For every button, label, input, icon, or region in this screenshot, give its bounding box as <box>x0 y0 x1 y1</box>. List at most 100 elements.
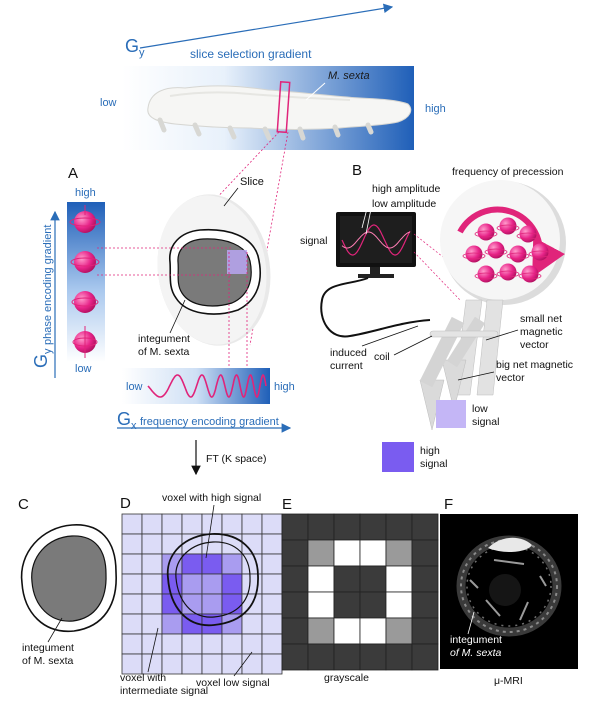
coil-pointer <box>393 335 433 356</box>
voxel-high-label: voxel with high signal <box>162 492 261 504</box>
voxel-cell <box>201 593 223 615</box>
spin-ring <box>506 252 530 260</box>
grayscale-cell <box>281 539 309 567</box>
vector-left <box>419 316 465 388</box>
low-amplitude-pointer <box>365 203 373 235</box>
low-signal-label-2: signal <box>472 416 499 428</box>
voxel-cell <box>141 633 163 655</box>
panel-b-letter: B <box>352 162 362 179</box>
vector-right <box>446 316 486 368</box>
induced-current-label-2: current <box>330 360 363 372</box>
voxel-high-pointer <box>205 504 215 559</box>
coil-label: coil <box>374 351 390 363</box>
phase-encoding-label: phase encoding gradient <box>42 225 54 345</box>
low-amplitude-label: low amplitude <box>372 198 436 210</box>
voxel-cell <box>141 533 163 555</box>
small-net-label-1: small net <box>520 313 562 325</box>
rod-right <box>476 299 504 396</box>
small-net-pointer <box>485 329 519 341</box>
side-low-label: low <box>75 363 92 375</box>
spin-ring <box>462 252 486 260</box>
voxel-cell <box>121 633 143 655</box>
voxel-cell <box>141 653 163 675</box>
mri-speckle <box>456 535 562 637</box>
spin-ball <box>477 265 495 283</box>
voxel-cell <box>201 653 223 675</box>
voxel-cell <box>161 533 183 555</box>
frequency-of-precession-label: frequency of precession <box>452 166 564 178</box>
voxel-cell <box>141 593 163 615</box>
side-high-label: high <box>75 187 96 199</box>
grayscale-cell <box>281 565 309 593</box>
voxel-cell <box>121 653 143 675</box>
voxel-cell <box>201 633 223 655</box>
voxel-cell <box>261 593 283 615</box>
big-net-label-2: vector <box>496 372 525 384</box>
integument-inner-c <box>31 535 107 622</box>
frequency-encoding-label: frequency encoding gradient <box>140 416 279 428</box>
grayscale-cell <box>281 591 309 619</box>
coil <box>429 330 499 338</box>
grayscale-cell <box>333 513 361 541</box>
grayscale-caption: grayscale <box>324 672 369 684</box>
high-amplitude-label: high amplitude <box>372 183 440 195</box>
spin-ring <box>474 272 498 280</box>
panel-d-letter: D <box>120 495 131 512</box>
slice-marker <box>276 80 291 134</box>
slice-pointer <box>223 187 239 207</box>
voxel-cell <box>201 533 223 555</box>
panel-f-letter: F <box>444 496 453 513</box>
gx-label: Gx <box>117 409 137 432</box>
voxel-cell <box>121 593 143 615</box>
monitor-base <box>358 274 394 278</box>
voxel-low-pointer <box>233 651 253 677</box>
small-net-label-3: vector <box>520 339 549 351</box>
grayscale-cell <box>333 617 361 645</box>
spin-ring <box>518 272 542 280</box>
high-signal-label-2: signal <box>420 458 447 470</box>
voxel-cell <box>241 513 263 535</box>
voxel-intermediate-label-2: intermediate signal <box>120 685 208 697</box>
slice-selection-label: slice selection gradient <box>190 47 312 61</box>
mri-caption: μ-MRI <box>494 675 523 687</box>
voxel-cell <box>201 573 223 595</box>
integument-inner-d <box>175 541 251 618</box>
voxel-cell <box>161 613 183 635</box>
voxel-cell <box>181 633 203 655</box>
grayscale-cell <box>385 565 413 593</box>
slice-label: Slice <box>240 176 264 188</box>
spin-ring <box>496 270 520 278</box>
voxel-cell <box>141 573 163 595</box>
grayscale-cell <box>307 617 335 645</box>
voxel-intermediate-label-1: voxel with <box>120 672 166 684</box>
voxel-cell <box>121 613 143 635</box>
panel-a-letter: A <box>68 165 78 182</box>
grayscale-cell <box>333 565 361 593</box>
voxel-cell <box>241 613 263 635</box>
spin-ring <box>516 232 540 240</box>
spin-ball <box>521 265 539 283</box>
integument-outline-d <box>166 533 259 627</box>
spin-ball <box>509 245 527 263</box>
voxel-cell <box>141 553 163 575</box>
grayscale-grid-e <box>281 513 439 671</box>
voxel-cell <box>181 553 203 575</box>
signal-high-wave <box>341 224 411 256</box>
precession-spins <box>462 217 552 283</box>
slice-gradient-arrow <box>139 3 394 49</box>
wave-low-label: low <box>126 381 143 393</box>
spin-ball <box>477 223 495 241</box>
voxel-cell <box>261 513 283 535</box>
voxel-cell <box>141 613 163 635</box>
spin-ring <box>474 230 498 238</box>
voxel-cell <box>261 573 283 595</box>
grayscale-cell <box>411 617 439 645</box>
spin-ball <box>499 217 517 235</box>
monitor-neck <box>370 267 380 275</box>
voxel-cell <box>121 553 143 575</box>
voxel-cell <box>121 513 143 535</box>
voxel-cell <box>181 533 203 555</box>
voxel-cell <box>181 573 203 595</box>
spin-ring <box>528 250 552 258</box>
